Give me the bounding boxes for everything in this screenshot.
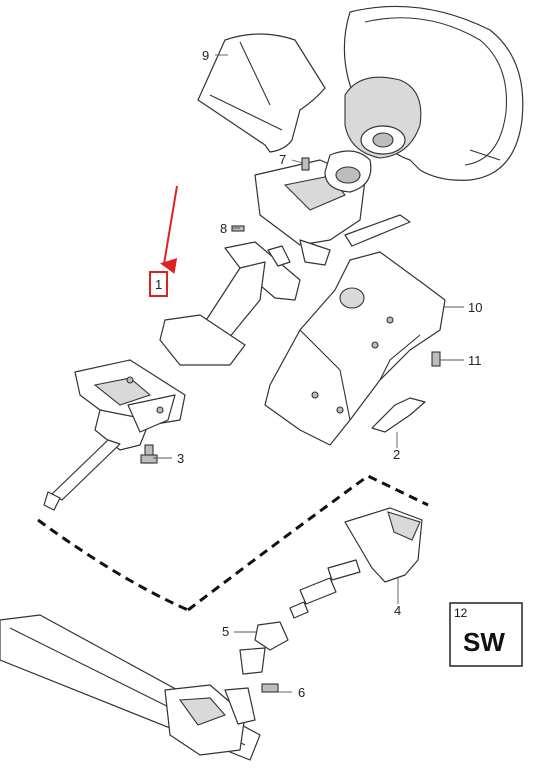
screw-11 xyxy=(431,351,441,367)
sw-box-text: SW xyxy=(463,627,505,657)
callout-4[interactable]: 4 xyxy=(394,603,401,618)
lever-2 xyxy=(371,397,426,433)
callout-3[interactable]: 3 xyxy=(177,451,184,466)
callout-9[interactable]: 9 xyxy=(202,48,209,63)
callout-8[interactable]: 8 xyxy=(220,221,227,236)
callout-5[interactable]: 5 xyxy=(222,624,229,639)
callout-7[interactable]: 7 xyxy=(279,152,286,167)
callout-6[interactable]: 6 xyxy=(298,685,305,700)
upper-shroud xyxy=(197,33,326,153)
highlight-indicator xyxy=(149,185,178,297)
steering-rack xyxy=(0,614,261,761)
universal-joint-5 xyxy=(239,621,289,675)
callout-1[interactable]: 1 xyxy=(155,277,162,292)
boot-4 xyxy=(344,507,423,583)
callout-2[interactable]: 2 xyxy=(393,447,400,462)
bolt-3 xyxy=(140,444,158,464)
steering-column xyxy=(43,241,301,511)
connection-boundary xyxy=(37,474,429,612)
screw-7 xyxy=(301,157,310,171)
bolt-6 xyxy=(261,683,279,693)
screw-8 xyxy=(231,225,245,232)
highlight-box xyxy=(149,271,168,297)
callout-11[interactable]: 11 xyxy=(468,353,482,368)
steering-wheel xyxy=(343,5,524,181)
highlight-arrow xyxy=(160,185,178,274)
leader-lines xyxy=(153,54,464,693)
sw-box[interactable]: 12 SW xyxy=(449,602,523,667)
lower-shroud xyxy=(264,251,446,446)
switch-assembly xyxy=(254,150,411,266)
sw-box-number: 12 xyxy=(454,606,468,620)
intermediate-shaft xyxy=(289,559,361,619)
callout-10[interactable]: 10 xyxy=(468,300,482,315)
